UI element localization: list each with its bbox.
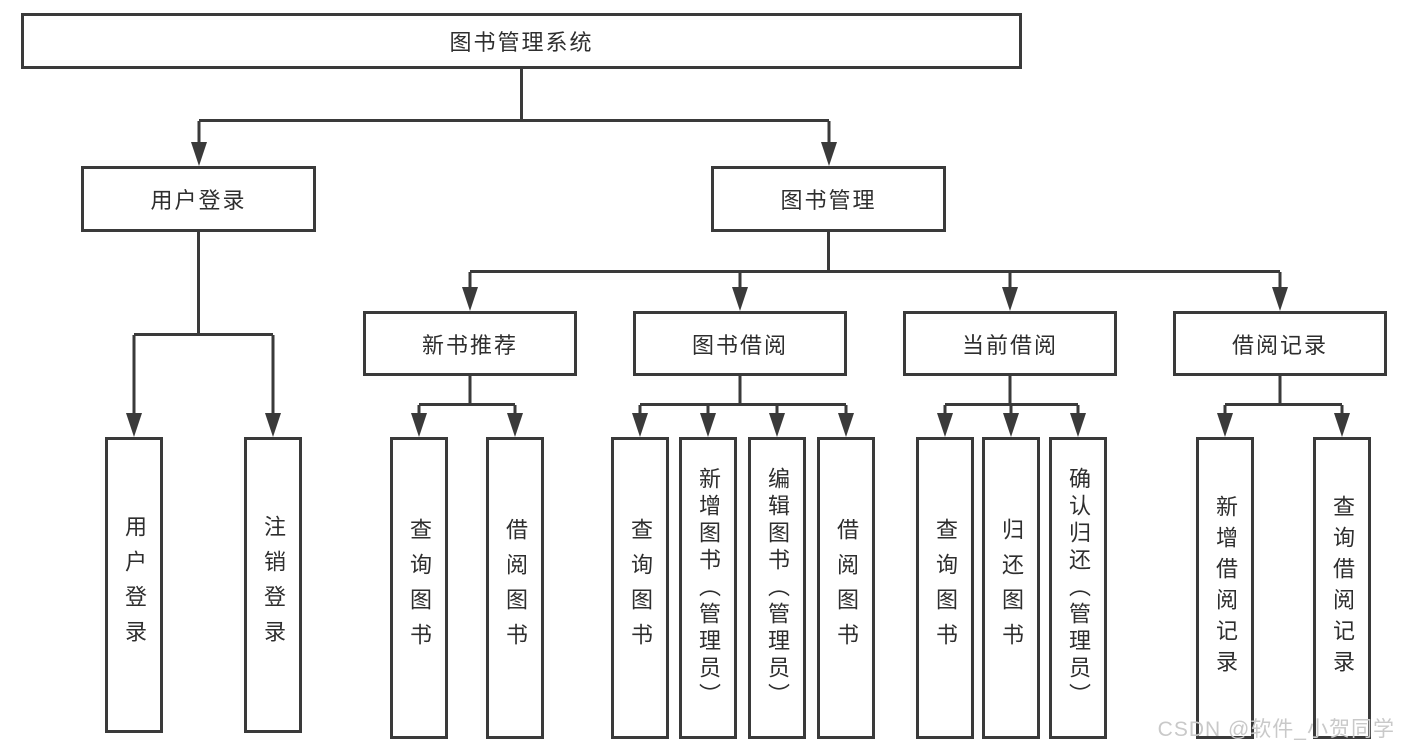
leaf-edit-book-admin: 编辑图书（管理员） (748, 437, 806, 739)
node-label: 当前借阅 (961, 332, 1058, 358)
leaf-label: 查询图书 (628, 518, 653, 658)
node-label: 图书管理 (780, 188, 877, 213)
node-user-login: 用户登录 (81, 166, 316, 232)
node-library-system: 图书管理系统 (21, 13, 1022, 69)
leaf-query-books: 查询图书 (390, 437, 448, 739)
leaf-query-borrow-record: 查询借阅记录 (1313, 437, 1371, 739)
node-book-borrow: 图书借阅 (633, 311, 847, 376)
node-label: 新书推荐 (421, 332, 518, 358)
leaf-label: 查询图书 (933, 518, 958, 658)
leaf-borrow-books: 借阅图书 (486, 437, 544, 739)
leaf-label: 注销登录 (261, 515, 286, 655)
arrowhead-icons (126, 142, 1350, 437)
leaf-label: 用户登录 (122, 515, 147, 655)
leaf-return-book: 归还图书 (982, 437, 1040, 739)
node-current-borrow: 当前借阅 (903, 311, 1117, 376)
watermark-text: CSDN @软件_小贺同学 (1157, 718, 1395, 741)
leaf-label: 查询借阅记录 (1330, 495, 1355, 681)
leaf-add-book-admin: 新增图书（管理员） (679, 437, 737, 739)
node-label: 用户登录 (150, 188, 247, 213)
node-label: 图书管理系统 (449, 30, 594, 55)
leaf-label: 新增图书（管理员） (696, 466, 721, 710)
node-new-book-recommend: 新书推荐 (363, 311, 577, 376)
leaf-query-books: 查询图书 (916, 437, 974, 739)
node-book-management: 图书管理 (711, 166, 946, 232)
node-label: 借阅记录 (1231, 332, 1328, 358)
leaf-logout-login: 注销登录 (244, 437, 302, 733)
leaf-query-books: 查询图书 (611, 437, 669, 739)
leaf-label: 借阅图书 (503, 518, 528, 658)
leaf-label: 新增借阅记录 (1213, 495, 1238, 681)
node-borrow-records: 借阅记录 (1173, 311, 1387, 376)
leaf-label: 借阅图书 (834, 518, 859, 658)
leaf-add-borrow-record: 新增借阅记录 (1196, 437, 1254, 739)
leaf-borrow-books: 借阅图书 (817, 437, 875, 739)
leaf-label: 查询图书 (407, 518, 432, 658)
leaf-label: 编辑图书（管理员） (765, 466, 790, 710)
leaf-label: 确认归还（管理员） (1066, 466, 1091, 710)
leaf-confirm-return-admin: 确认归还（管理员） (1049, 437, 1107, 739)
node-label: 图书借阅 (691, 332, 788, 358)
leaf-user-login: 用户登录 (105, 437, 163, 733)
leaf-label: 归还图书 (999, 518, 1024, 658)
